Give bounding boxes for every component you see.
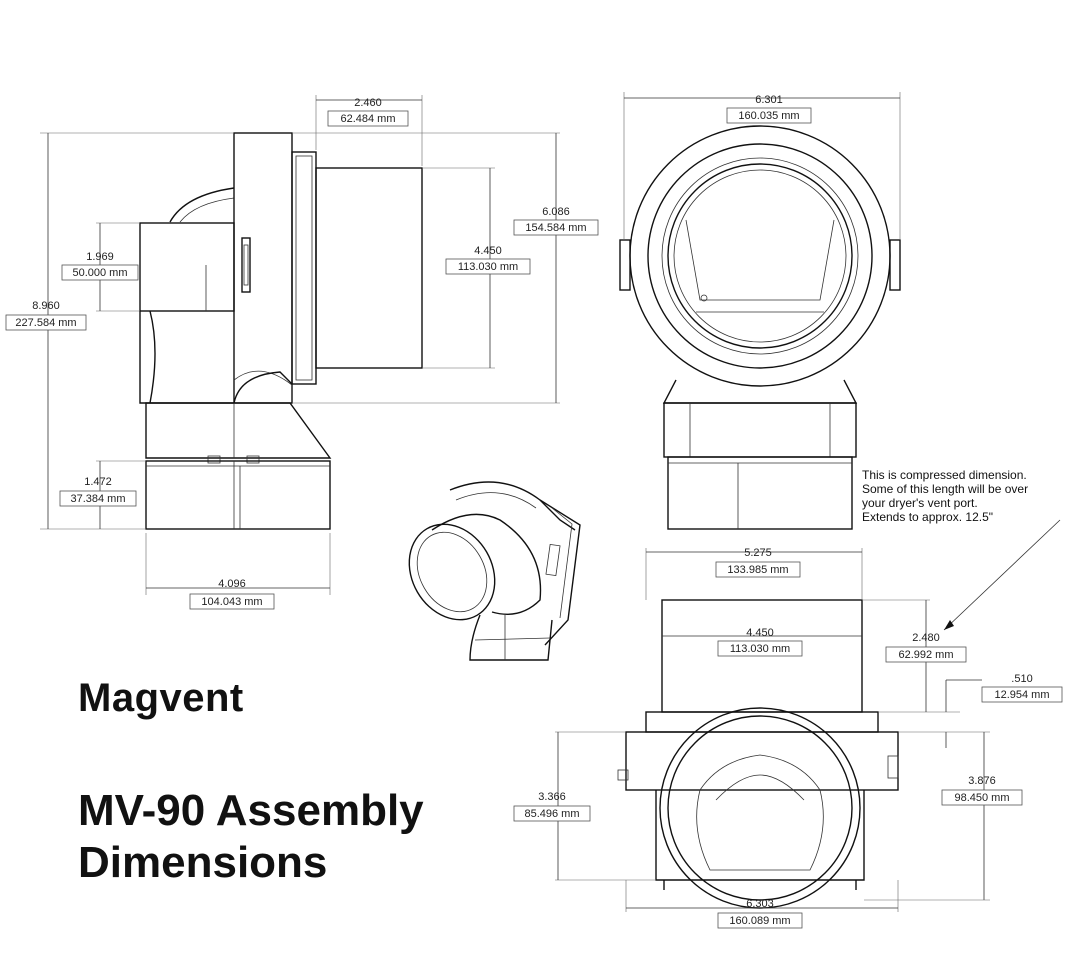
dim-front-width-mm: 160.035 mm xyxy=(738,110,799,122)
dim-side-height-outlet-mm: 154.584 mm xyxy=(525,222,586,234)
isometric-view xyxy=(408,481,581,661)
dim-side-overall-height-inch: 8.960 xyxy=(32,300,60,312)
note-arrow-head xyxy=(944,620,954,630)
dim-side-base-width-mm: 104.043 mm xyxy=(201,596,262,608)
dim-bottom-inner-width-inch: 4.450 xyxy=(746,627,774,639)
dim-bottom-base-width-mm: 160.089 mm xyxy=(729,915,790,927)
dim-side-lower-section-inch: 1.472 xyxy=(84,476,112,488)
dim-bottom-flange-mm: 12.954 mm xyxy=(994,689,1049,701)
dim-bottom-left-height-inch: 3.366 xyxy=(538,791,566,803)
front-view xyxy=(619,92,901,530)
dim-side-upper-section-mm: 50.000 mm xyxy=(72,267,127,279)
dim-bottom-right-height-inch: 3.876 xyxy=(968,775,996,787)
dim-side-upper-section-inch: 1.969 xyxy=(86,251,114,263)
note-line-4: Extends to approx. 12.5" xyxy=(862,510,993,524)
side-view xyxy=(40,95,560,595)
page-title: MV-90 Assembly Dimensions xyxy=(78,785,498,889)
dim-side-lower-section-mm: 37.384 mm xyxy=(70,493,125,505)
note-line-3: your dryer's vent port. xyxy=(862,496,978,510)
dim-bottom-base-width-inch: 6.303 xyxy=(746,898,774,910)
dim-side-height-outlet-inch: 6.086 xyxy=(542,206,570,218)
title-line-1: MV-90 Assembly xyxy=(78,786,424,835)
dim-side-overall-height-mm: 227.584 mm xyxy=(15,317,76,329)
dim-side-outlet-dia-mm: 113.030 mm xyxy=(458,261,518,273)
bottom-view xyxy=(555,548,990,912)
dim-bottom-top-width-mm: 133.985 mm xyxy=(727,564,788,576)
dim-bottom-compressed-mm: 62.992 mm xyxy=(898,649,953,661)
note-line-1: This is compressed dimension. xyxy=(862,468,1027,482)
dim-side-base-width-inch: 4.096 xyxy=(218,578,246,590)
brand-logo-text: Magvent xyxy=(78,676,244,720)
dim-bottom-top-width-inch: 5.275 xyxy=(744,547,772,559)
compressed-note: This is compressed dimension. Some of th… xyxy=(862,468,1061,631)
dim-front-width-inch: 6.301 xyxy=(755,94,783,106)
dim-bottom-compressed-inch: 2.480 xyxy=(912,632,940,644)
title-line-2: Dimensions xyxy=(78,838,328,887)
dim-bottom-right-height-mm: 98.450 mm xyxy=(954,792,1009,804)
dim-bottom-flange-inch: .510 xyxy=(1011,673,1032,685)
dim-side-top-width-inch: 2.460 xyxy=(354,97,382,109)
dim-side-top-width-mm: 62.484 mm xyxy=(340,113,395,125)
dim-bottom-inner-width-mm: 113.030 mm xyxy=(730,643,790,655)
dim-bottom-left-height-mm: 85.496 mm xyxy=(524,808,579,820)
dim-side-outlet-dia-inch: 4.450 xyxy=(474,245,502,257)
note-line-2: Some of this length will be over xyxy=(862,482,1028,496)
